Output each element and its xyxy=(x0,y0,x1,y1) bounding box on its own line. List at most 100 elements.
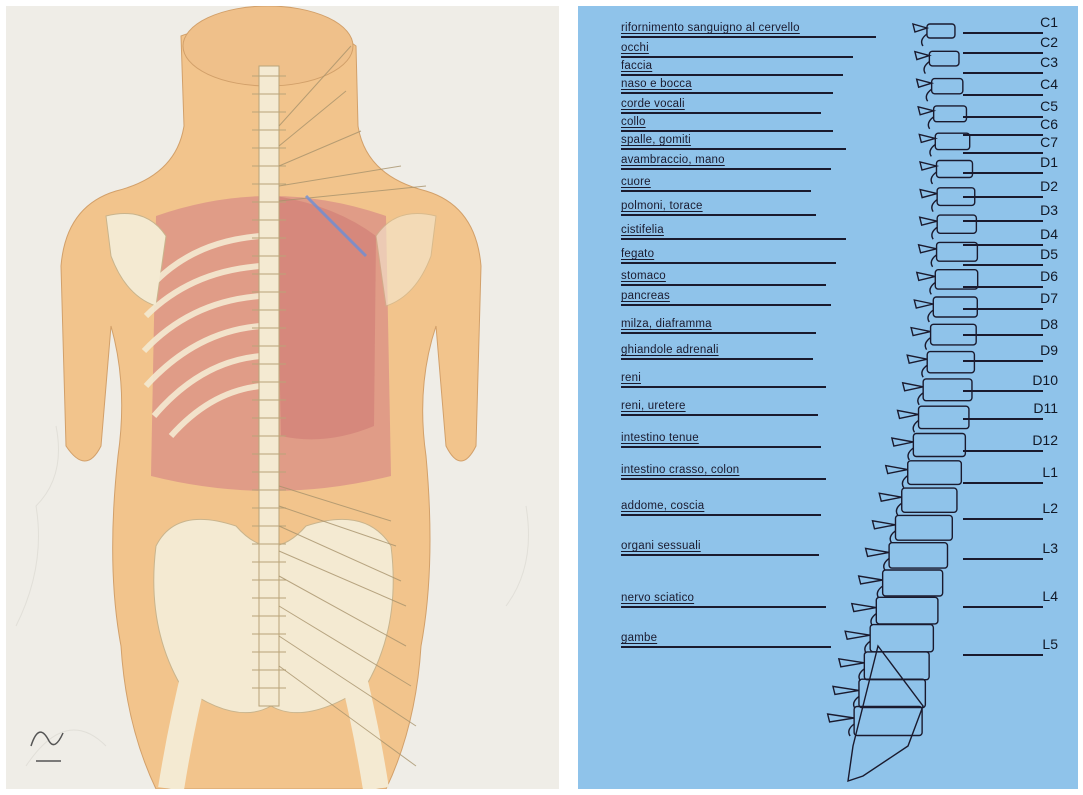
organ-label: milza, diaframma xyxy=(621,318,712,330)
organ-row: intestino crasso, colon xyxy=(578,460,878,480)
vertebra-label: C2 xyxy=(1040,34,1058,50)
vertebra-row: D1 xyxy=(938,152,1078,174)
vertebra-label: D12 xyxy=(1032,432,1058,448)
vertebra-label: C5 xyxy=(1040,98,1058,114)
vertebra-leader-line xyxy=(963,308,1043,310)
organ-label: spalle, gomiti xyxy=(621,134,691,146)
organ-leader-line xyxy=(621,606,826,608)
vertebra-label: D8 xyxy=(1040,316,1058,332)
organ-label: corde vocali xyxy=(621,98,685,110)
organ-row: collo xyxy=(578,112,878,132)
organ-leader-line xyxy=(621,478,826,480)
vertebra-leader-line xyxy=(963,518,1043,520)
vertebra-process xyxy=(886,466,908,488)
vertebra-leader-line xyxy=(963,450,1043,452)
vertebra-process xyxy=(828,714,855,736)
vertebra-leader-line xyxy=(963,418,1043,420)
organ-label: intestino crasso, colon xyxy=(621,464,739,476)
organ-row: avambraccio, mano xyxy=(578,150,878,170)
organ-leader-line xyxy=(621,386,826,388)
organ-row: intestino tenue xyxy=(578,428,878,448)
vertebra-row: D4 xyxy=(938,224,1078,246)
organ-label: reni, uretere xyxy=(621,400,686,412)
vertebra-process xyxy=(915,52,930,74)
vertebra-row: D10 xyxy=(938,370,1078,392)
organ-label: avambraccio, mano xyxy=(621,154,725,166)
organ-row: organi sessuali xyxy=(578,536,878,556)
organ-leader-line xyxy=(621,214,816,216)
vertebra-row: D11 xyxy=(938,398,1078,420)
organ-row: faccia xyxy=(578,56,878,76)
vertebra-label: D5 xyxy=(1040,246,1058,262)
organ-row: pancreas xyxy=(578,286,878,306)
vertebra-process xyxy=(892,438,914,460)
organ-label: stomaco xyxy=(621,270,666,282)
organ-leader-line xyxy=(621,358,813,360)
organ-row: rifornimento sanguigno al cervello xyxy=(578,18,878,38)
organ-row: polmoni, torace xyxy=(578,196,878,216)
vertebra-row: D3 xyxy=(938,200,1078,222)
vertebra-leader-line xyxy=(963,334,1043,336)
organ-leader-line xyxy=(621,446,821,448)
organ-label: intestino tenue xyxy=(621,432,699,444)
vertebra-body xyxy=(876,597,938,624)
organ-leader-line xyxy=(621,262,836,264)
vertebra-leader-line xyxy=(963,196,1043,198)
organ-row: corde vocali xyxy=(578,94,878,114)
vertebra-leader-line xyxy=(963,654,1043,656)
vertebra-process xyxy=(919,245,937,267)
vertebra-process xyxy=(907,355,927,377)
vertebra-row: C3 xyxy=(938,52,1078,74)
organ-row: occhi xyxy=(578,38,878,58)
organ-row: fegato xyxy=(578,244,878,264)
organ-label: naso e bocca xyxy=(621,78,692,90)
vertebra-label: L5 xyxy=(1042,636,1058,652)
vertebra-process xyxy=(879,493,902,515)
organ-leader-line xyxy=(621,304,831,306)
vertebra-process xyxy=(918,107,934,129)
organ-row: cistifelia xyxy=(578,220,878,240)
vertebra-row: C2 xyxy=(938,32,1078,54)
vertebra-process xyxy=(839,659,865,681)
vertebra-body xyxy=(854,707,922,736)
vertebra-leader-line xyxy=(963,360,1043,362)
vertebra-label: D10 xyxy=(1032,372,1058,388)
vertebra-label: D1 xyxy=(1040,154,1058,170)
vertebra-leader-line xyxy=(963,220,1043,222)
vertebra-row: C1 xyxy=(938,12,1078,34)
vertebra-leader-line xyxy=(963,606,1043,608)
vertebra-process xyxy=(920,162,937,184)
vertebra-process xyxy=(898,410,919,432)
organ-row: reni, uretere xyxy=(578,396,878,416)
back-anatomy-drawing xyxy=(6,6,559,789)
organ-label: organi sessuali xyxy=(621,540,701,552)
vertebra-process xyxy=(919,134,935,156)
vertebra-row: D2 xyxy=(938,176,1078,198)
vertebra-row: D8 xyxy=(938,314,1078,336)
vertebra-process xyxy=(917,272,936,294)
spine-organ-chart: rifornimento sanguigno al cervello C1 occh… xyxy=(578,6,1078,789)
organ-row: gambe xyxy=(578,628,878,648)
organ-leader-line xyxy=(621,554,819,556)
vertebra-label: D4 xyxy=(1040,226,1058,242)
organ-label: cistifelia xyxy=(621,224,664,236)
sacrum-coccyx xyxy=(848,646,923,781)
vertebra-label: C3 xyxy=(1040,54,1058,70)
organ-row: spalle, gomiti xyxy=(578,130,878,150)
vertebra-label: D6 xyxy=(1040,268,1058,284)
vertebra-process xyxy=(917,79,932,101)
vertebra-leader-line xyxy=(963,390,1043,392)
organ-label: collo xyxy=(621,116,646,128)
vertebra-row: L4 xyxy=(938,586,1078,608)
organ-leader-line xyxy=(621,238,846,240)
vertebra-label: L3 xyxy=(1042,540,1058,556)
vertebra-body xyxy=(883,570,943,596)
vertebra-label: L2 xyxy=(1042,500,1058,516)
vertebra-process xyxy=(914,300,933,322)
vertebra-label: D7 xyxy=(1040,290,1058,306)
vertebra-leader-line xyxy=(963,172,1043,174)
organ-leader-line xyxy=(621,332,816,334)
vertebra-row: D5 xyxy=(938,244,1078,266)
vertebra-row: C7 xyxy=(938,132,1078,154)
organ-label: polmoni, torace xyxy=(621,200,703,212)
